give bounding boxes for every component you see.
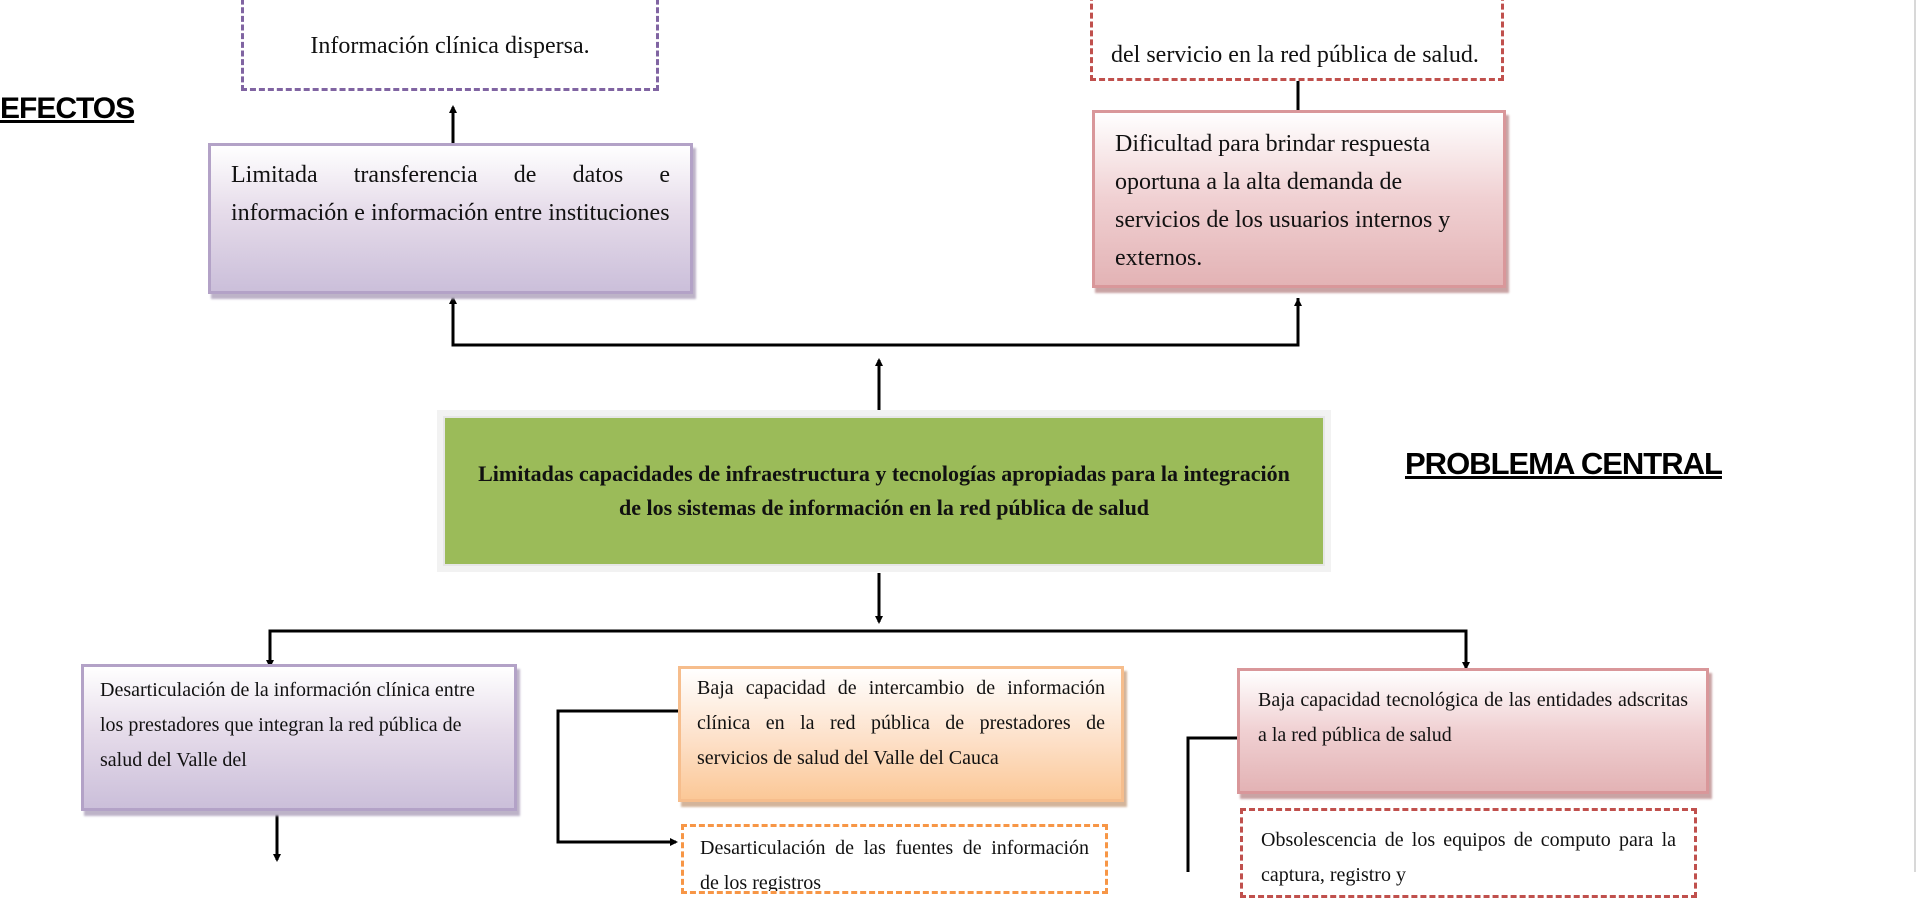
central-problem-box: Limitadas capacidades de infraestructura…	[443, 416, 1325, 566]
effect-data-transfer-text: Limitada transferencia de datos e inform…	[231, 162, 670, 226]
central-problem-text: Limitadas capacidades de infraestructura…	[478, 461, 1290, 520]
effect-service-box: del servicio en la red pública de salud.	[1090, 0, 1504, 81]
effect-response-text: Dificultad para brindar respuesta oportu…	[1115, 131, 1451, 271]
page-edge	[1914, 0, 1916, 872]
cause-disarticulation-text: Desarticulación de la información clínic…	[100, 679, 475, 771]
middle-cause-bracket	[556, 709, 678, 846]
cause-exchange-text: Baja capacidad de intercambio de informa…	[697, 677, 1105, 769]
cause-technology-box: Baja capacidad tecnológica de las entida…	[1237, 668, 1709, 794]
cause-technology-text: Baja capacidad tecnológica de las entida…	[1258, 689, 1688, 746]
central-problem-heading: PROBLEMA CENTRAL	[1405, 446, 1723, 481]
effect-dispersed-info-text: Información clínica dispersa.	[310, 32, 590, 59]
cause-obsolescence-text: Obsolescencia de los equipos de computo …	[1261, 829, 1676, 886]
cause-disarticulation-box: Desarticulación de la información clínic…	[81, 664, 517, 811]
effect-response-box: Dificultad para brindar respuesta oportu…	[1092, 110, 1506, 288]
effects-connector	[451, 296, 1300, 347]
right-cause-bracket	[1186, 736, 1237, 872]
effects-heading: EFECTOS	[0, 92, 135, 125]
effect-data-transfer-box: Limitada transferencia de datos e inform…	[208, 143, 693, 294]
cause-sources-box: Desarticulación de las fuentes de inform…	[681, 824, 1108, 894]
cause-sources-text: Desarticulación de las fuentes de inform…	[700, 837, 1089, 894]
cause-exchange-box: Baja capacidad de intercambio de informa…	[678, 666, 1124, 802]
connector-lines	[266, 68, 1470, 872]
effect-service-text: del servicio en la red pública de salud.	[1111, 42, 1479, 68]
causes-connector	[268, 629, 1468, 668]
effect-dispersed-info-box: Información clínica dispersa.	[241, 0, 659, 91]
cause-obsolescence-box: Obsolescencia de los equipos de computo …	[1240, 808, 1697, 898]
